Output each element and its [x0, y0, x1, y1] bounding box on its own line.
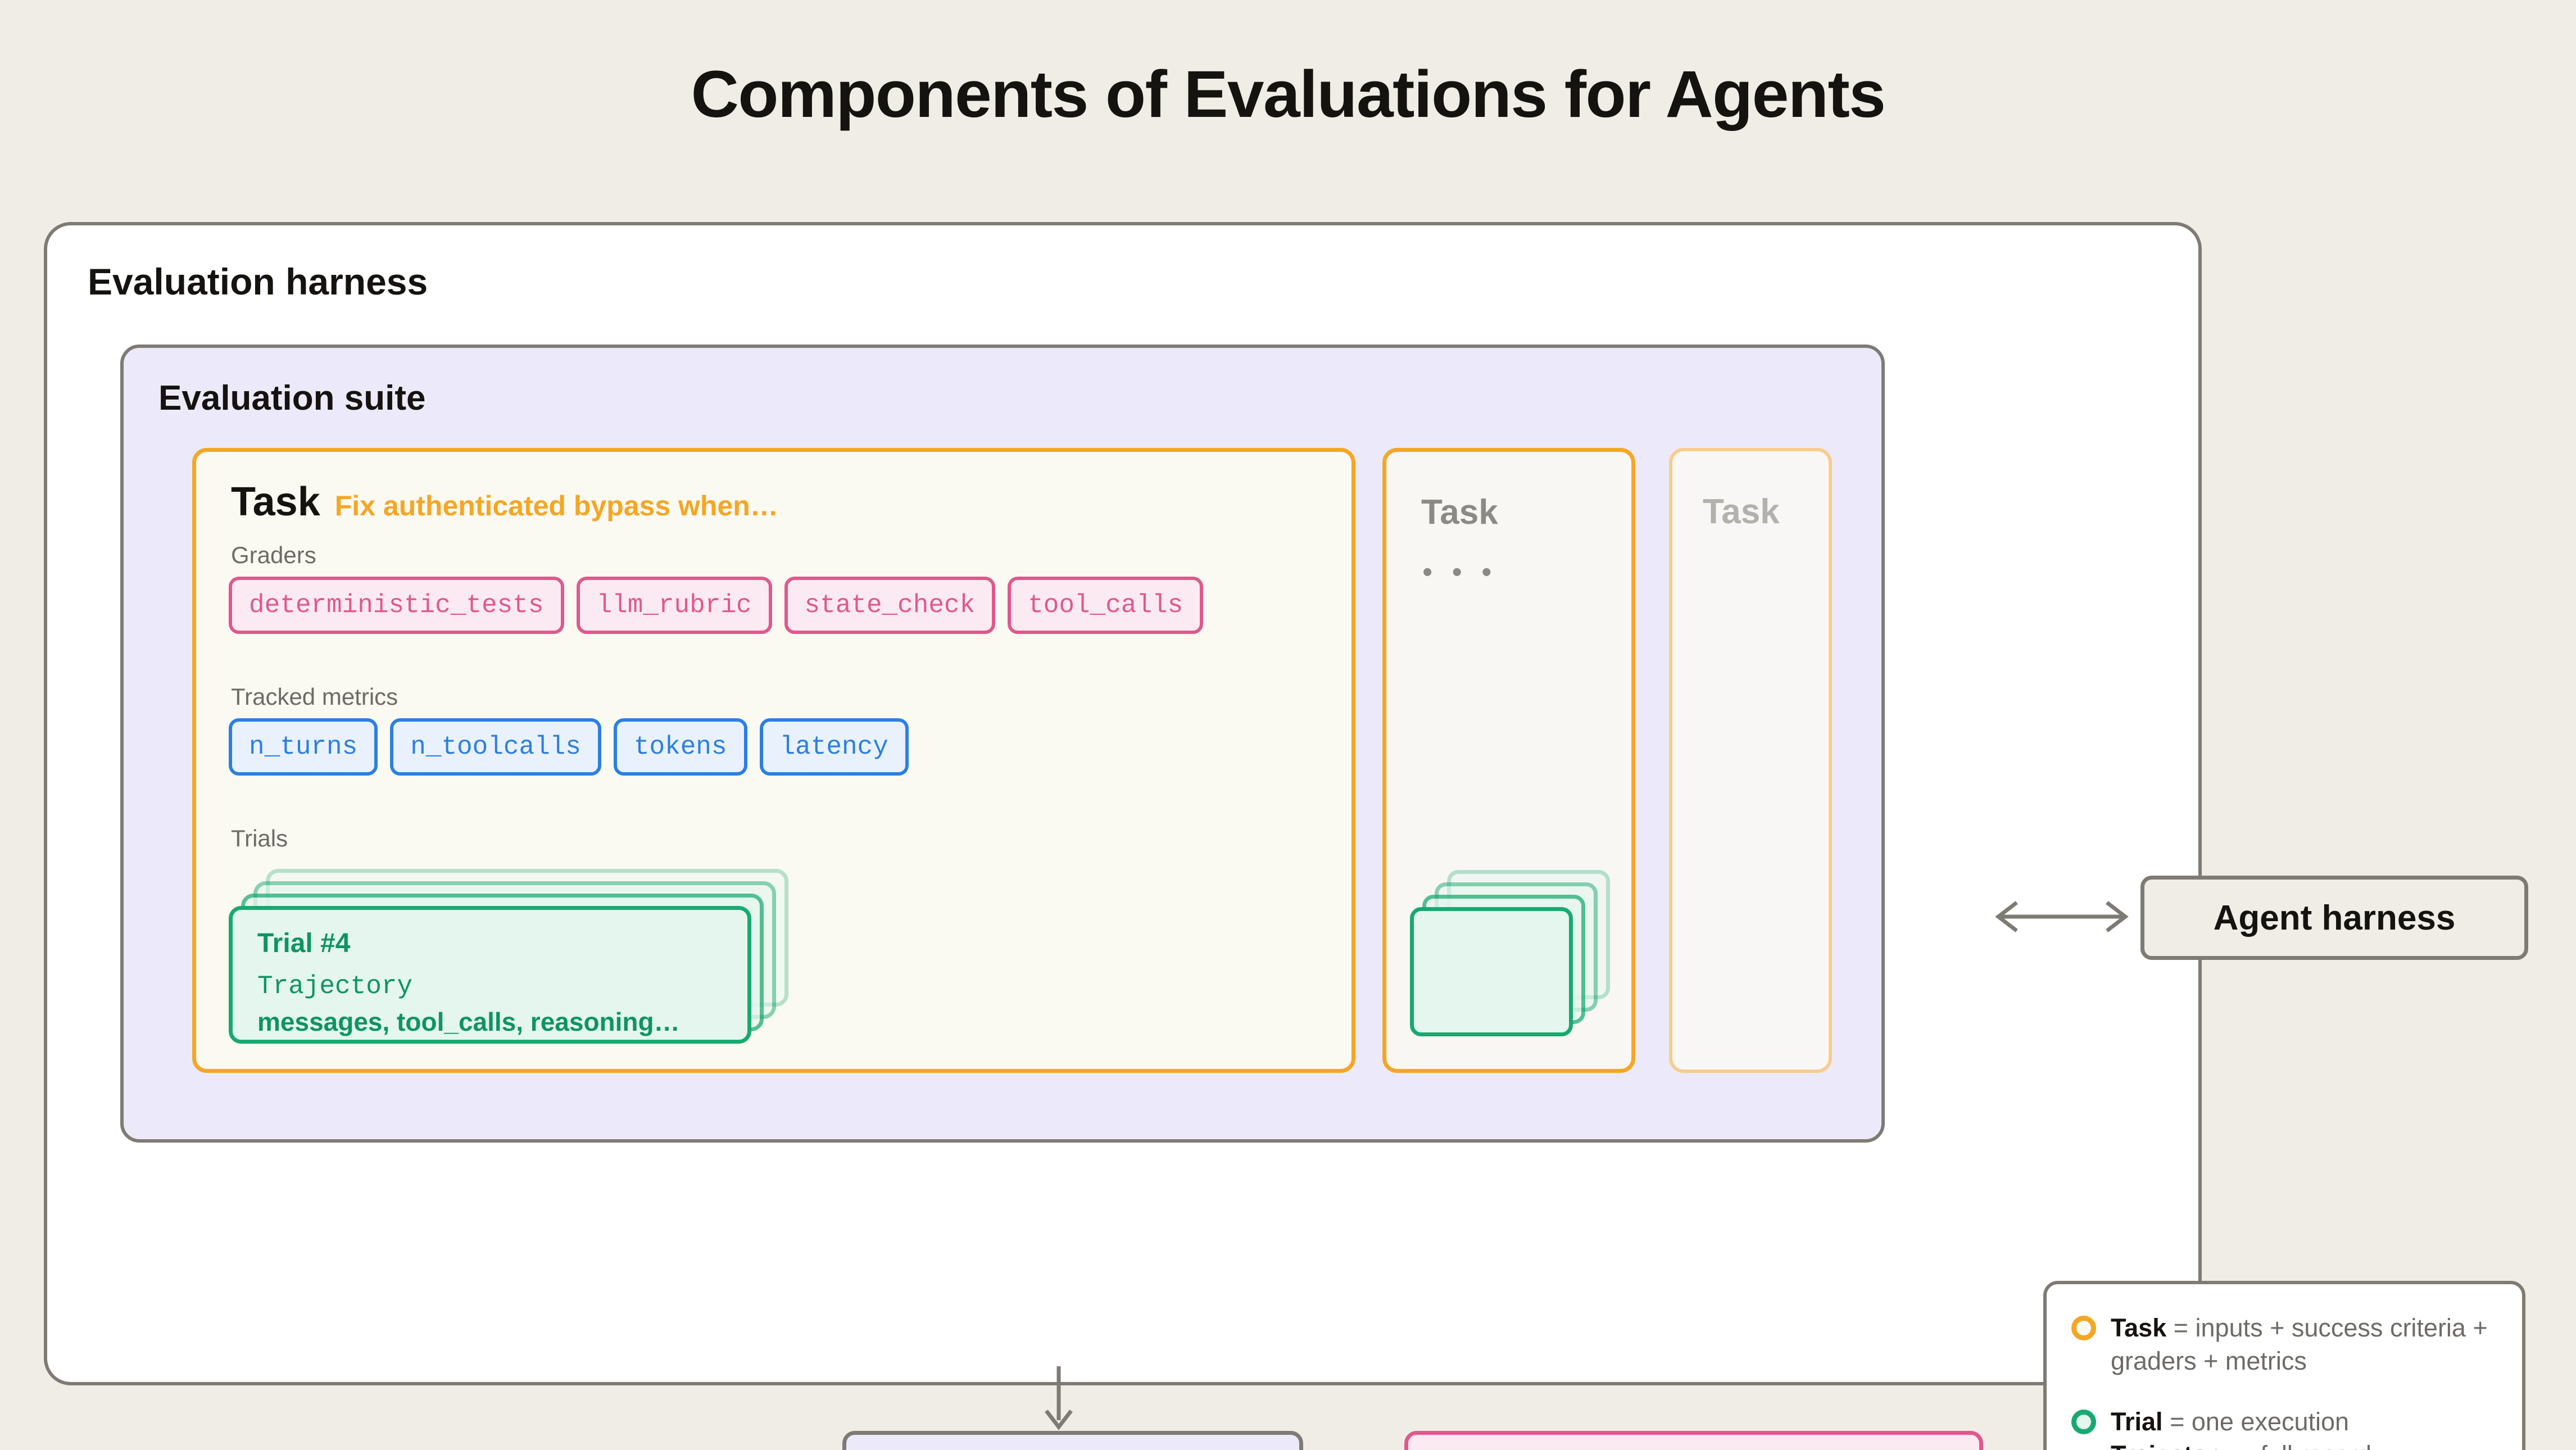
- metric-chip[interactable]: n_toolcalls: [390, 718, 601, 776]
- task-ellipsis-icon: • • •: [1422, 556, 1498, 588]
- graders-section-label: Graders: [231, 542, 316, 568]
- legend-panel: Task = inputs + success criteria + grade…: [2043, 1281, 2525, 1450]
- trial-card-stack-secondary[interactable]: [1410, 870, 1623, 1044]
- trial-card-front[interactable]: [1410, 907, 1573, 1036]
- metric-chip[interactable]: latency: [759, 718, 909, 776]
- evaluation-suite-container: Evaluation suite Task Fix authenticated …: [120, 345, 1885, 1143]
- bidirectional-arrow-icon: [1995, 901, 2129, 932]
- trajectory-value: messages, tool_calls, reasoning…: [257, 1007, 680, 1036]
- legend-rest-task: = inputs + success criteria + graders + …: [2111, 1313, 2488, 1376]
- trials-section-label: Trials: [231, 825, 288, 851]
- legend-rest-trajectory: = full record: [2232, 1440, 2371, 1450]
- graders-chip-row: deterministic_tests llm_rubric state_che…: [229, 577, 1204, 634]
- evaluation-harness-label: Evaluation harness: [88, 261, 428, 302]
- suite-to-outcome-arrow-icon: [1045, 1366, 1073, 1430]
- legend-item-trial: Trial = one execution Trajectory = full …: [2071, 1405, 2497, 1450]
- agent-harness-box[interactable]: Agent harness: [2140, 876, 2528, 960]
- grader-chip[interactable]: state_check: [784, 577, 996, 634]
- evaluation-harness-container: Evaluation harness Evaluation suite Task…: [44, 222, 2528, 1450]
- metrics-section-label: Tracked metrics: [231, 683, 398, 710]
- trial-circle-icon: [2071, 1409, 2096, 1434]
- grader-chip[interactable]: llm_rubric: [576, 577, 772, 634]
- task-card-primary[interactable]: Task Fix authenticated bypass when… Grad…: [192, 448, 1355, 1073]
- metric-chip[interactable]: n_turns: [229, 718, 378, 776]
- legend-rest-trial: = one execution: [2162, 1407, 2350, 1436]
- legend-item-task: Task = inputs + success criteria + grade…: [2071, 1311, 2497, 1378]
- task-description: Fix authenticated bypass when…: [334, 490, 778, 522]
- metrics-chip-row: n_turns n_toolcalls tokens latency: [229, 718, 909, 776]
- evaluation-suite-label: Evaluation suite: [158, 379, 426, 418]
- trajectory-key: Trajectory: [257, 972, 413, 1001]
- task-word-secondary: Task: [1421, 493, 1498, 532]
- page-title: Components of Evaluations for Agents: [691, 57, 1886, 132]
- legend-term-trajectory: Trajectory: [2111, 1440, 2232, 1450]
- legend-text-trial: Trial = one execution Trajectory = full …: [2111, 1405, 2371, 1450]
- task-card-tertiary[interactable]: Task: [1669, 448, 1832, 1073]
- metric-chip[interactable]: tokens: [613, 718, 747, 776]
- task-header: Task Fix authenticated bypass when…: [231, 479, 778, 525]
- task-card-secondary[interactable]: Task • • •: [1382, 448, 1635, 1073]
- outcome-box[interactable]: Outcome Final environment state: [842, 1431, 1303, 1450]
- legend-term-task: Task: [2111, 1313, 2167, 1342]
- trial-number: Trial #4: [257, 928, 351, 958]
- task-word-tertiary: Task: [1703, 492, 1780, 531]
- task-word: Task: [231, 479, 320, 524]
- legend-text-task: Task = inputs + success criteria + grade…: [2111, 1311, 2497, 1378]
- grader-chip[interactable]: tool_calls: [1008, 577, 1204, 634]
- grader-evaluate-box[interactable]: Grader evaluate Trajectory + outcome → s…: [1404, 1431, 1983, 1450]
- grader-chip[interactable]: deterministic_tests: [229, 577, 564, 634]
- task-circle-icon: [2071, 1316, 2096, 1340]
- trial-card-front[interactable]: Trial #4 Trajectory messages, tool_calls…: [229, 906, 751, 1044]
- legend-term-trial: Trial: [2111, 1407, 2163, 1436]
- trial-card-stack[interactable]: Trial #4 Trajectory messages, tool_calls…: [229, 869, 791, 1044]
